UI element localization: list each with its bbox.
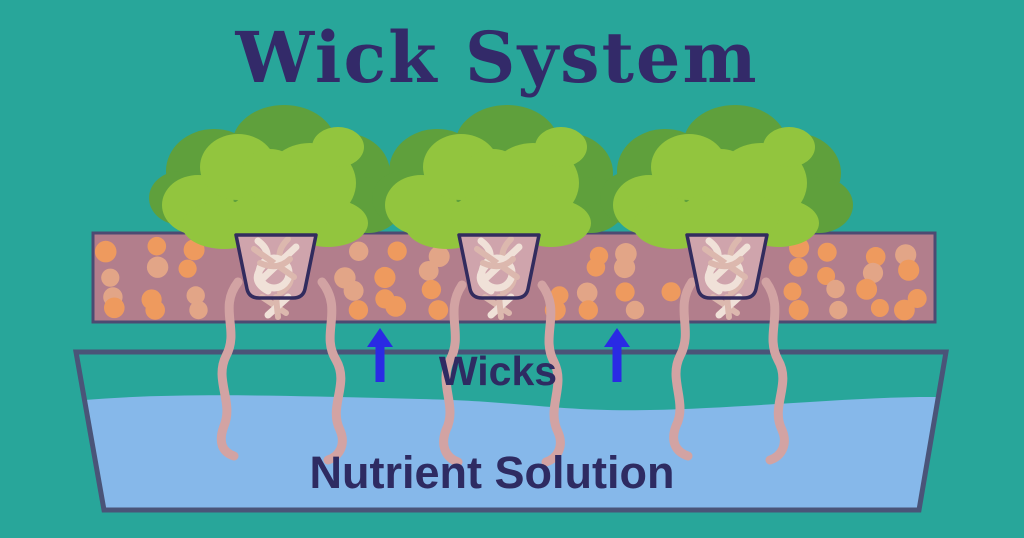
media-dot <box>186 286 205 305</box>
media-dot <box>829 300 848 320</box>
media-dot <box>865 246 886 267</box>
media-dot <box>178 259 197 278</box>
media-dot <box>385 296 407 317</box>
media-dot <box>101 268 120 287</box>
wick <box>216 277 243 461</box>
media-dot <box>343 280 364 301</box>
media-dot <box>104 297 125 319</box>
media-dot <box>826 279 845 299</box>
media-dot <box>183 239 205 261</box>
media-dot <box>94 240 117 263</box>
grow-media-dots <box>94 236 927 321</box>
reservoir-outline <box>73 349 949 513</box>
media-dot <box>907 289 927 308</box>
media-dot <box>189 300 208 320</box>
media-dot <box>145 300 165 320</box>
media-dot <box>817 267 836 285</box>
wick <box>669 277 697 461</box>
wick <box>761 277 789 465</box>
media-dot <box>894 299 915 321</box>
media-dot <box>146 256 169 278</box>
media-dot <box>578 300 598 320</box>
media-dot <box>615 282 635 302</box>
up-arrow-icon <box>604 328 630 382</box>
media-dot <box>788 300 809 320</box>
media-dot <box>428 246 450 267</box>
media-dot <box>856 278 878 300</box>
media-dot <box>817 242 837 262</box>
media-dot <box>418 261 439 281</box>
nutrient-solution-water <box>84 395 938 510</box>
wicks-label: Wicks <box>439 348 557 394</box>
media-dot <box>374 266 396 289</box>
media-dot <box>349 241 369 261</box>
wicks-group <box>216 277 789 467</box>
media-dot <box>387 241 407 261</box>
reservoir <box>73 349 949 513</box>
media-dot <box>870 299 889 317</box>
wick <box>317 277 347 465</box>
media-dot <box>576 282 598 304</box>
media-dot <box>348 300 369 320</box>
media-dot <box>147 236 167 256</box>
media-dot <box>586 258 606 277</box>
media-dot <box>421 279 442 300</box>
media-dot <box>862 262 884 283</box>
media-dot <box>428 300 449 320</box>
media-dot <box>614 256 636 279</box>
page-title: Wick System <box>234 16 758 99</box>
media-dot <box>661 282 681 302</box>
wick <box>439 280 467 467</box>
media-dot <box>625 300 645 320</box>
up-arrow-icon <box>367 328 393 382</box>
media-dot <box>898 259 920 281</box>
media-dot <box>783 282 802 301</box>
nutrient-solution-label: Nutrient Solution <box>310 447 675 498</box>
wick <box>537 280 565 467</box>
media-dot <box>788 257 808 277</box>
